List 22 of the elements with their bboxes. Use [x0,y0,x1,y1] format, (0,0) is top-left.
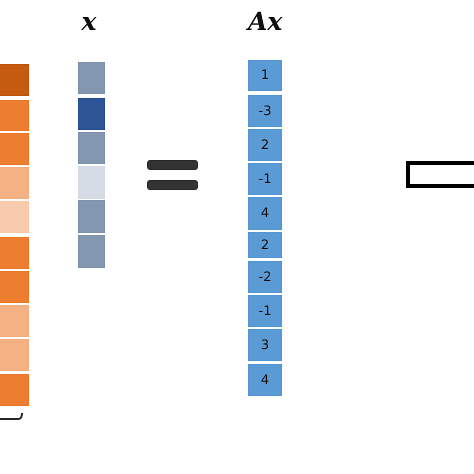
cell-value: 4 [260,206,270,221]
cell-value: 1 [260,68,270,83]
cell-value: -3 [258,104,272,118]
vector-cell [248,60,282,91]
vector-label: x [82,8,96,36]
cell-value: -1 [258,304,272,318]
cell-value: 2 [260,238,270,252]
cell-value: -1 [258,172,272,186]
vector-cell [248,95,282,127]
vector-cell [248,364,282,396]
cell-value: -2 [258,270,272,284]
cell-value: 2 [260,138,270,152]
vector-cell [248,129,282,161]
vector-cell [248,329,282,361]
vector-cell [248,163,282,195]
cell-value: 4 [260,372,270,388]
vector-cell [248,261,282,293]
vector-cell [248,197,282,230]
vector-label: Ax [248,8,282,36]
vector-cell [248,295,282,327]
vector-cell [248,232,282,258]
cell-value: 3 [260,338,270,352]
